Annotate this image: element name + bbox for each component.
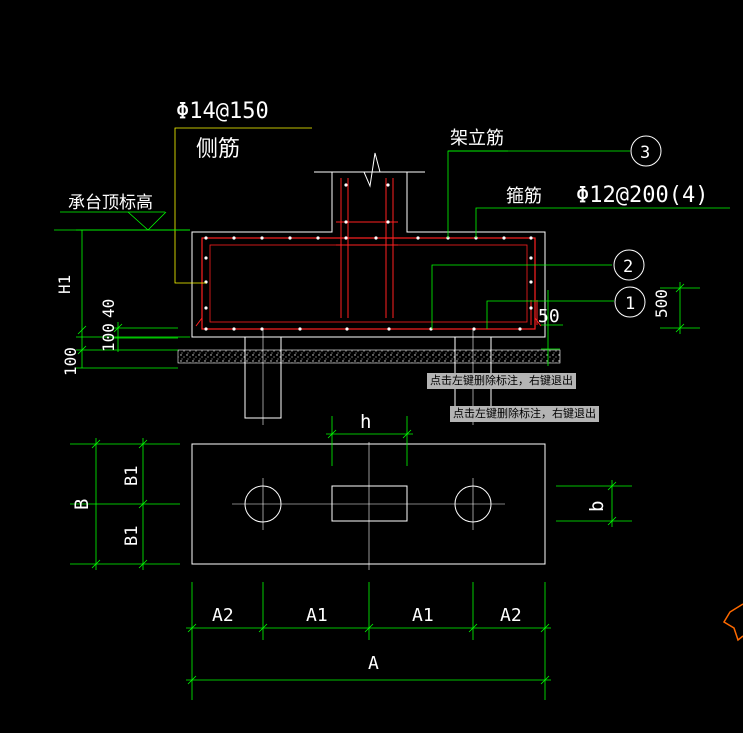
plan-centerlines [232,442,505,570]
dim-40-label: 40 [99,299,118,318]
plan-outline [191,443,546,565]
plan-column [331,485,408,522]
cursor-icon [722,603,743,642]
dim-A2-left-label: A2 [212,605,234,626]
inner-rebar-loop [209,244,528,323]
stirrup-spec-label: Φ12@200(4) [576,183,708,208]
erection-bar-label: 架立筋 [450,128,504,149]
pile-cap-section [54,127,730,425]
bubble-3 [630,135,662,167]
cushion-layer [177,349,561,364]
dim-B-label: B [71,499,93,510]
leader-bar-1 [486,300,614,329]
bubble-3-text: 3 [640,143,650,163]
bar-hooks [195,300,542,327]
dim-B1-top-label: B1 [122,466,142,486]
dim-500-label: 500 [652,289,671,318]
pile-cap-plan [70,416,632,700]
elevation-marker [54,211,190,231]
dim-A1-right-label: A1 [412,605,434,626]
side-bar-label: 侧筋 [196,137,240,162]
stirrup-label: 箍筋 [506,186,542,207]
plan-dim-B [70,438,180,570]
hover-tooltip-1: 点击左键删除标注，右键退出 [427,373,576,389]
break-symbol [314,152,425,188]
dim-A2-right-label: A2 [500,605,522,626]
rebar-dots [204,183,533,331]
plan-dim-A [186,582,551,700]
dim-H1-label: H1 [55,275,74,294]
dim-h-label: h [360,411,371,433]
dim-b-label: b [586,501,608,512]
plan-dim-h [326,416,413,466]
plan-dim-b [556,480,632,527]
cap-top-elevation-label: 承台顶标高 [68,193,153,213]
cap-outline [191,171,546,338]
bubble-2 [613,249,645,281]
hover-tooltip-2: 点击左键删除标注，右键退出 [450,406,599,422]
leader-side-bar [174,127,312,284]
bubble-1-text: 1 [625,294,635,314]
bubble-1 [614,286,646,318]
bubble-2-text: 2 [623,257,633,277]
dim-A-label: A [368,653,379,674]
leader-bar-2 [431,264,612,329]
left-section-dims [76,229,190,369]
dim-100b-label: 100 [99,323,118,352]
main-stirrup-cage [201,237,536,330]
right-section-dims [541,282,700,366]
column-bars [336,178,398,318]
dim-100a-label: 100 [61,347,80,376]
dim-A1-left-label: A1 [306,605,328,626]
dim-50-label: 50 [538,306,560,327]
leader-stirrup [475,207,730,238]
side-bar-spec-label: Φ14@150 [176,99,269,124]
dim-B1-bottom-label: B1 [122,526,142,546]
